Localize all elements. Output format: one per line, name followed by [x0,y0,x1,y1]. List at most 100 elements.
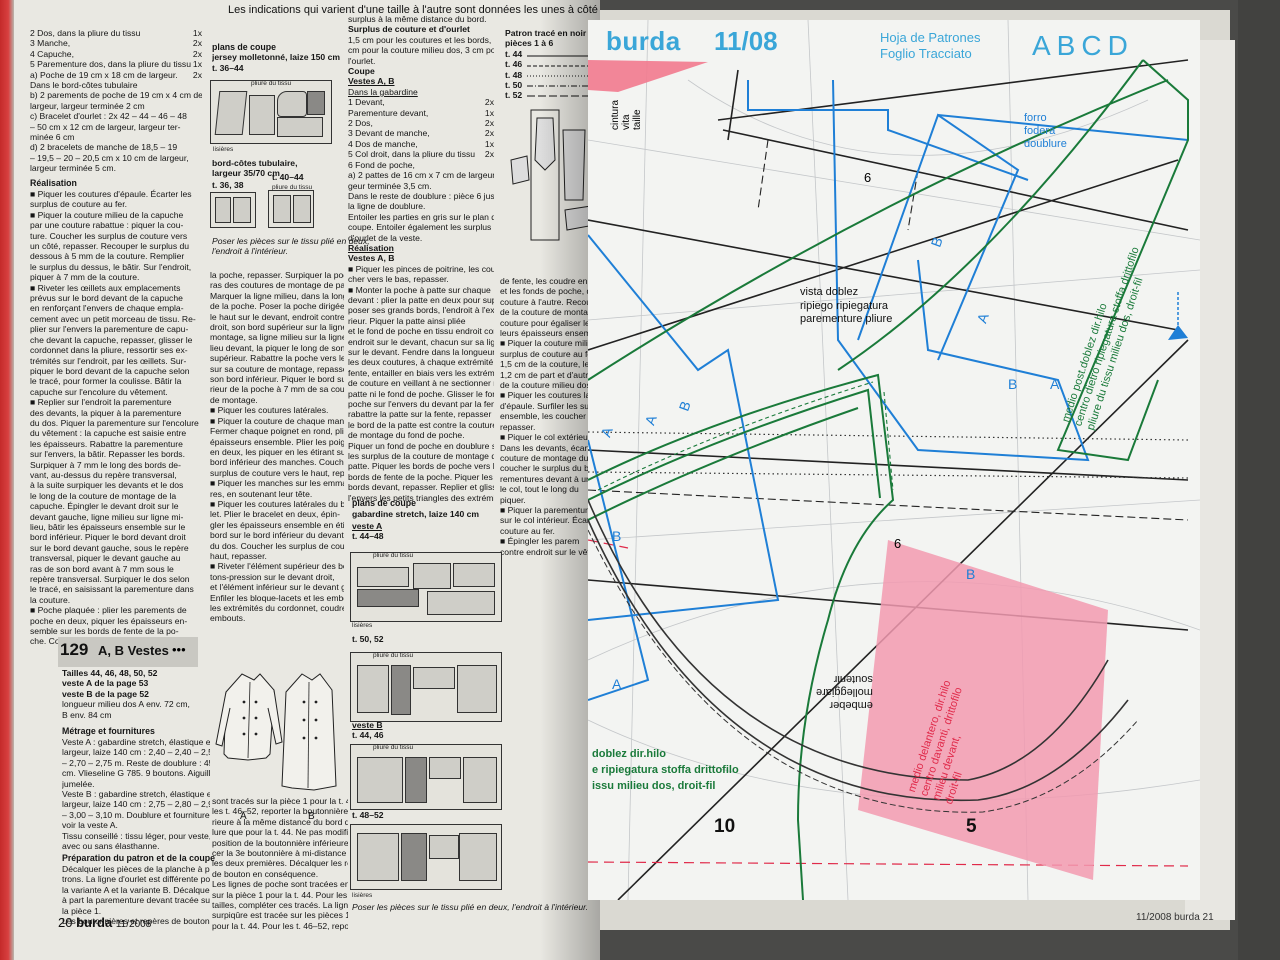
center-back-fold-label-bottom: doblez dir.hilo e ripiegatura stoffa dri… [592,746,739,794]
text-line: position de la boutonnière inférieure. P… [212,837,348,848]
text-line: ensemble, les coucher [500,411,586,422]
material-list-row: – 50 cm x 12 cm de largeur, largeur ter- [30,122,202,132]
size-line-legend [527,55,595,97]
text-line: ■ Épingler les parem [500,536,579,547]
material-list-row: a) Poche de 19 cm x 18 cm de largeur.2x [30,70,202,80]
fabric-label-2b: largeur 35/70 cm [212,168,280,178]
text-line: embouts. [210,613,246,624]
fabric-label-3: gabardine stretch, laize 140 cm [352,509,480,519]
lining-it: fodera [1024,125,1056,137]
text-line: par une couture rabattue : piquer la cou… [30,220,184,231]
text-line: l'envers les petits triangles des extrém… [348,492,494,503]
piece-letter-a-2: A [1050,376,1060,392]
text-line: 2 Dos, [348,118,373,129]
text-line: largeur, laize 140 cm : 2,40 – 2,40 – 2,… [62,747,210,758]
fabric-label-2: bord-côtes tubulaire, [212,158,298,168]
facing-es: vista doblez [800,286,859,298]
sheet-title: Hoja de Patrones Foglio Tracciato [880,30,980,62]
text-line: couture au fer. [500,525,555,536]
ease-fr: soutenir [833,673,873,685]
magazine-left-page: Les indications qui varient d'une taille… [0,0,600,960]
text-line: du dos. Piquer la parementure sur l'enco… [30,417,199,428]
text-line: les deux coutures, à chaque extrémité de… [348,357,494,368]
text-line: la poche, repasser. Surpiquer la poche a… [210,270,344,280]
text-line: de la poche. Poser la poche dirigée vers [210,301,344,312]
material-item: largeur, largeur terminée 2 cm [30,100,145,111]
text-line: ■ Piquer la couture milieu [500,338,590,349]
text-line: Les lignes de poche sont tracées en enti… [212,879,348,890]
variant-b-size-1: t. 44, 46 [352,730,384,740]
legend-line: t. 50 [505,80,523,91]
table-background [1238,0,1280,960]
text-line: les deux premières. Décalquer les repère… [212,858,348,869]
text-line: capuche. Épingler le devant droit sur le [30,501,179,512]
model-heading-band [58,637,198,667]
text-line: d'épaule. Surfiler les surplus [500,400,590,411]
text-line: sur sa couture de montage, repasser, bât… [210,363,344,374]
text-line: cm. Vlieseline G 785. 9 boutons. Aiguill… [62,768,210,779]
text-line: ■ Piquer le col extérieur [500,432,590,443]
text-line: – 2,70 – 2,75 m. Reste de doublure : 45 … [62,757,210,768]
text-line: rementures devant à une [500,473,590,484]
text-line: trons. La ligne d'ourlet est différente … [62,874,210,885]
cutting-layout-diagram-1: pliure du tissu [210,80,332,144]
text-line: ■ Piquer la couture de chaque manche. [210,415,344,426]
text-line: ture. Coucher les surplus de couture ver… [30,230,188,241]
text-line: piquer à 7 mm de la couture. [30,272,140,283]
material-item: b) 2 parements de poche de 19 cm x 4 cm … [30,90,202,101]
facing-label: vista doblez ripiego ripiegatura paremen… [800,286,892,327]
notch-number-9b: 9 [894,536,902,551]
text-line: Les boutonnières et repères de boutons [62,916,210,927]
text-line: rieure à la même distance du bord d'enco… [212,816,348,827]
text-line: Entoiler les parties en gris sur le plan… [348,211,494,222]
text-line: geur terminée 3,5 cm. [348,180,432,191]
material-item: minée 6 cm [30,132,75,143]
legend-line: t. 44 [505,48,523,59]
text-line: le tracé, en saisissant la parementure d… [30,584,194,595]
pattern-sheet: burda 11/08 Hoja de Patrones Foglio Trac… [588,20,1200,900]
material-item: 3 Manche, [30,38,71,49]
text-line: voir la veste A. [62,820,118,831]
text-line: bord inférieur. Piquer le bord devant dr… [30,532,186,543]
text-line: ■ Piquer les coutures latérales. [210,405,329,416]
fold-label-a2: pliure du tissu [373,652,414,659]
model-info-line: longueur milieu dos A env. 72 cm, [62,699,190,710]
material-qty: 2x [192,38,202,49]
text-line: de bouton en conséquence. [212,868,319,879]
text-line: à part la parementure devant tracée sur [62,895,210,906]
sheet-letters: ABCD [1032,30,1134,61]
material-list-row: 2 Dos, dans la pliure du tissu 1x [30,28,202,38]
piece-letter-b-5: B [966,566,976,582]
text-line: ■ Riveter l'élément supérieur des bou- [210,561,344,572]
cb-bottom-it: e ripiegatura stoffa drittofilo [592,764,739,776]
text-line: Surplus de couture et d'ourlet [348,24,470,35]
legend-line: t. 46 [505,59,523,70]
text-line: bord sur le bord inférieur du devant et [210,530,344,541]
material-qty: 1x [192,28,202,38]
selvage-label-a1: lisières [352,622,373,629]
text-line: devant gauche, ligne milieu sur ligne mi… [30,511,184,522]
text-line: gler les épaisseurs ensemble en étirant … [210,519,344,530]
text-line: sur l'envers, la bâtir. Repasser les bor… [30,449,185,460]
text-line: le surplus du dessus, le bâtir. Sur l'en… [30,261,192,272]
material-qty: 2x [192,69,202,80]
text-line: ■ Piquer les coutures d'épaule. Écarter … [30,189,192,199]
text-line: surplus de couture au fer [500,348,590,359]
text-line: 1 Devant, [348,97,385,108]
column-1-bottom-2: Décalquer les pièces de la planche à pa-… [62,864,210,926]
text-line: Fermer chaque poignet en rond, plier les [210,426,344,437]
text-line: a) 2 pattes de 16 cm x 7 cm de largeur, … [348,170,494,181]
footer-brand: burda [76,915,113,930]
text-line: poche en deux, piquer les épaisseurs en- [30,615,188,626]
cutting-plan-a-1: pliure du tissu [350,552,502,622]
cutting-note: Poser les pièces sur le tissu plié en de… [212,236,370,246]
text-line: largeur, laize 140 cm : 2,75 – 2,80 – 2,… [62,799,210,810]
fabric-label-1: jersey molletonné, laize 150 cm [212,52,341,62]
jacket-technical-drawing [215,673,337,791]
material-item: 2 Dos, dans la pliure du tissu [30,28,141,38]
model-info-line: veste A de la page 53 [62,678,149,689]
text-line: et le fond de poche en tissu endroit con… [348,326,494,337]
material-item: – 50 cm x 12 cm de largeur, largeur ter- [30,121,181,132]
material-qty: 1x [192,59,202,70]
cutting-note-2: l'endroit à l'intérieur. [212,246,289,256]
